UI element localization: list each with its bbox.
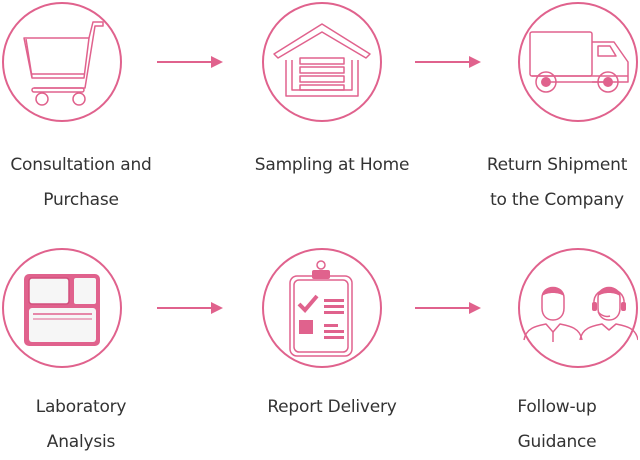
label-line: Consultation and [10,155,152,175]
label-line: Follow-up [517,397,597,417]
arrow-right-icon [415,302,481,314]
label-line: to the Company [490,190,624,210]
step-4-label: Laboratory Analysis [0,390,181,460]
label-line: Guidance [517,432,597,452]
support-agents-icon [518,248,638,368]
lab-instrument-icon [2,248,122,368]
step-2-icon-circle [262,2,382,122]
step-4-icon-circle [2,248,122,368]
label-line: Return Shipment [486,155,628,175]
step-3-icon-circle [518,2,638,122]
step-1-label: Consultation and Purchase [0,148,181,218]
step-5-label: Report Delivery [232,390,432,425]
label-line: Laboratory [35,397,127,417]
arrow-right-icon [157,56,223,68]
delivery-truck-icon [518,2,638,122]
label-line: Report Delivery [267,397,397,417]
step-3-label: Return Shipment to the Company [457,148,640,218]
house-garage-icon [262,2,382,122]
step-6-icon-circle [518,248,638,368]
shopping-cart-icon [2,2,122,122]
label-line: Analysis [46,432,116,452]
step-5-icon-circle [262,248,382,368]
arrow-right-icon [157,302,223,314]
clipboard-checklist-icon [262,248,382,368]
step-2-label: Sampling at Home [232,148,432,183]
label-line: Sampling at Home [254,155,410,175]
label-line: Purchase [43,190,119,210]
step-6-label: Follow-up Guidance [457,390,640,460]
arrow-right-icon [415,56,481,68]
step-1-icon-circle [2,2,122,122]
